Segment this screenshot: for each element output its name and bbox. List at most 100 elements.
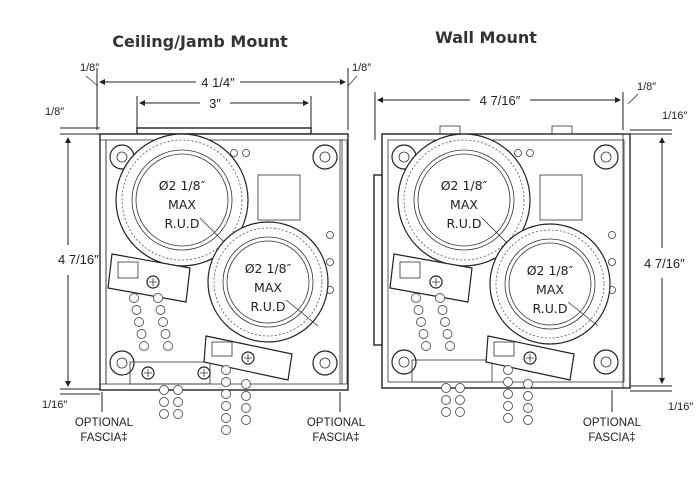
bead [503,401,513,411]
roller-rud-label: R.U.D [533,301,568,316]
screw-icon [146,275,160,289]
roller-rud-label: R.U.D [251,299,286,314]
bead [437,305,448,315]
side-gap-label: 1/8″ [45,106,64,118]
bead [136,329,147,339]
bead [221,413,231,423]
leader-line [85,75,99,87]
roller-rud-label: R.U.D [165,216,200,231]
view-title: Wall Mount [435,28,537,47]
wall-plate [373,174,383,346]
headrail [136,127,312,135]
roller-1: Ø2 1/8″ MAX R.U.D [115,133,249,267]
bead [411,293,421,303]
screw-icon [241,351,255,365]
fascia-label-left-2: FASCIA‡ [80,432,127,444]
bead-chain [129,293,251,435]
bead [153,293,163,303]
bead [131,305,142,315]
bead [455,395,465,405]
mount-hole [593,144,619,170]
fascia-label-right-2: FASCIA‡ [588,432,635,444]
mount-hole [109,350,135,376]
wall-mount-view: Wall Mount 1/8″ 4 7/16″ 1/16″ 4 7/16″ 1/… [373,28,693,444]
bottom-gap-label: 1/16″ [42,399,67,411]
bead [139,341,149,351]
roller-size-label: Ø2 1/8″ [527,263,574,278]
leader-line [627,93,639,105]
bead [173,409,183,419]
inner-plate [539,174,583,221]
fascia-strip [622,133,631,389]
bead [416,317,426,327]
bead [173,397,183,407]
top-left-gap-label: 1/8″ [80,62,99,74]
bead [158,317,168,327]
bead [442,329,453,339]
bead [155,305,166,315]
bead [160,329,171,339]
clutch-plate [411,359,493,383]
roller-max-label: MAX [536,282,564,297]
fascia-strip [99,139,107,385]
bead [418,329,429,339]
fascia-label-right: OPTIONAL [583,417,642,429]
bead [129,293,139,303]
inner-width-label: 3″ [209,96,221,111]
bead [134,317,144,327]
fascia-label-right: OPTIONAL [307,417,366,429]
leader-line [347,75,358,87]
bead [503,365,513,375]
bead [503,377,513,387]
bead [221,401,231,411]
bead [173,385,183,395]
clutch-1 [389,253,473,303]
view-title: Ceiling/Jamb Mount [112,32,288,51]
bead [221,389,231,399]
bead [441,395,451,405]
bead [441,383,451,393]
roller-size-label: Ø2 1/8″ [159,178,206,193]
screw-icon [523,351,537,365]
bead [241,379,251,389]
screw-icon [141,366,155,380]
bead [421,341,431,351]
bead-chain [411,293,533,425]
roller-size-label: Ø2 1/8″ [245,261,292,276]
bead [503,389,513,399]
side-gap-label: 1/16″ [662,110,687,122]
mount-hole [593,349,619,375]
clutch-2 [485,335,575,381]
top-right-gap-label: 1/8″ [637,81,656,93]
bead [445,341,455,351]
bead [241,415,251,425]
bead [159,409,169,419]
screw-icon [197,366,211,380]
roller-1: Ø2 1/8″ MAX R.U.D [397,133,531,267]
bead [159,385,169,395]
mount-hole [312,144,338,170]
bead [523,415,533,425]
roller-max-label: MAX [168,197,196,212]
bead [441,407,451,417]
bead [241,403,251,413]
bottom-gap-label: 1/16″ [668,401,693,413]
bead [159,397,169,407]
height-label: 4 7/16″ [644,256,685,271]
bead [221,377,231,387]
overall-width-label: 4 1/4″ [201,75,235,90]
bead [523,391,533,401]
ceiling-jamb-view: Ceiling/Jamb Mount 1/8″ 1/8″ 4 1/4″ 3″ 1… [42,32,371,444]
bead [455,383,465,393]
inner-plate [257,174,301,221]
top-tab [439,125,461,135]
bead [221,365,231,375]
mount-hole [312,350,338,376]
screw-icon [429,275,443,289]
mount-hole [391,349,417,375]
fascia-label-left: OPTIONAL [75,417,134,429]
roller-max-label: MAX [254,280,282,295]
roller-rud-label: R.U.D [447,216,482,231]
bead [221,425,231,435]
